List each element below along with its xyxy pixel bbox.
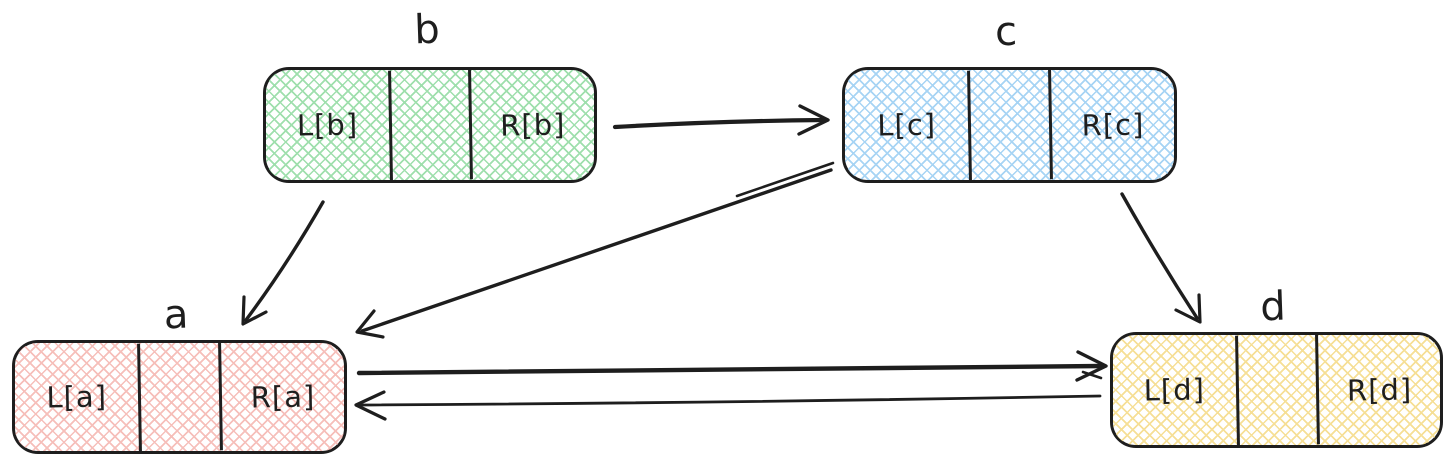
node-b-middle-cell bbox=[388, 70, 474, 180]
arrow-a-to-d bbox=[356, 350, 1108, 382]
node-d: d L[d] R[d] bbox=[1110, 284, 1443, 448]
arrow-b-to-a bbox=[241, 200, 325, 326]
node-c-left-cell: L[c] bbox=[877, 107, 937, 143]
node-a: a L[a] R[a] bbox=[12, 292, 347, 454]
arrow-d-to-a bbox=[354, 390, 1102, 421]
node-c: c L[c] R[c] bbox=[842, 9, 1177, 183]
node-d-middle-cell bbox=[1234, 335, 1320, 445]
node-d-right-cell: R[d] bbox=[1346, 372, 1413, 408]
node-b-title: b bbox=[413, 6, 441, 54]
node-a-left-cell: L[a] bbox=[46, 379, 108, 415]
arrow-c-to-a bbox=[355, 161, 835, 339]
node-d-title: d bbox=[1259, 283, 1287, 331]
node-b-left-cell: L[b] bbox=[296, 107, 359, 143]
node-d-left-cell: L[d] bbox=[1143, 372, 1206, 408]
node-a-right-cell: R[a] bbox=[250, 379, 316, 415]
node-a-title: a bbox=[163, 291, 190, 339]
node-a-middle-cell bbox=[137, 343, 223, 451]
arrow-b-to-c bbox=[612, 104, 830, 136]
node-b-right-cell: R[b] bbox=[500, 107, 567, 143]
node-c-middle-cell bbox=[967, 70, 1053, 180]
node-b: b L[b] R[b] bbox=[263, 7, 597, 183]
node-c-right-cell: R[c] bbox=[1081, 107, 1145, 143]
node-c-title: c bbox=[994, 8, 1018, 56]
arrow-c-to-d bbox=[1120, 192, 1202, 324]
